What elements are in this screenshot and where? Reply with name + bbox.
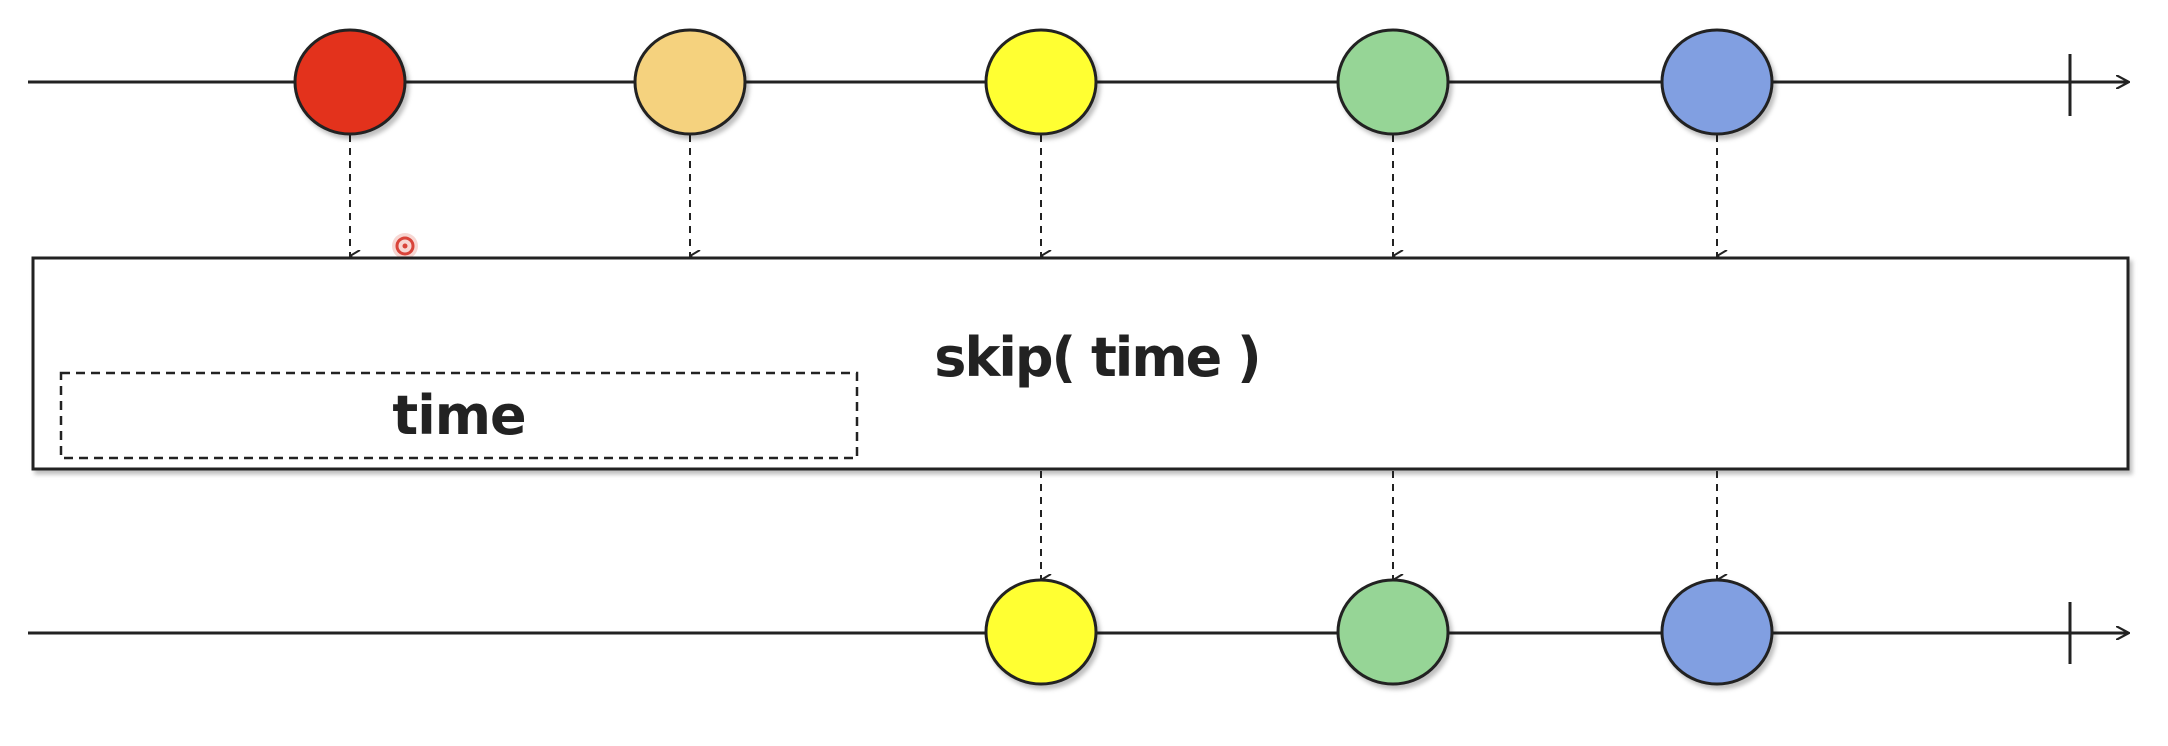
time-window-label: time <box>392 384 525 447</box>
result-marble-yellow <box>984 578 1098 686</box>
source-marble-blue <box>1660 28 1774 136</box>
result-marbles <box>984 578 1774 686</box>
operator-box: skip( time ) time <box>31 256 2130 471</box>
source-marble-orange <box>633 28 747 136</box>
source-marble-yellow <box>984 28 1098 136</box>
operator-box-frame <box>31 256 2130 471</box>
source-marbles <box>293 28 1774 136</box>
operator-label: skip( time ) <box>934 326 1259 389</box>
skip-time-window <box>59 371 859 460</box>
result-marble-blue <box>1660 578 1774 686</box>
cursor-indicator <box>392 233 418 259</box>
source-marble-green <box>1336 28 1450 136</box>
result-emission-arrows <box>1040 471 1717 580</box>
result-marble-green <box>1336 578 1450 686</box>
source-emission-arrows <box>349 135 1717 256</box>
source-marble-red <box>293 28 407 136</box>
